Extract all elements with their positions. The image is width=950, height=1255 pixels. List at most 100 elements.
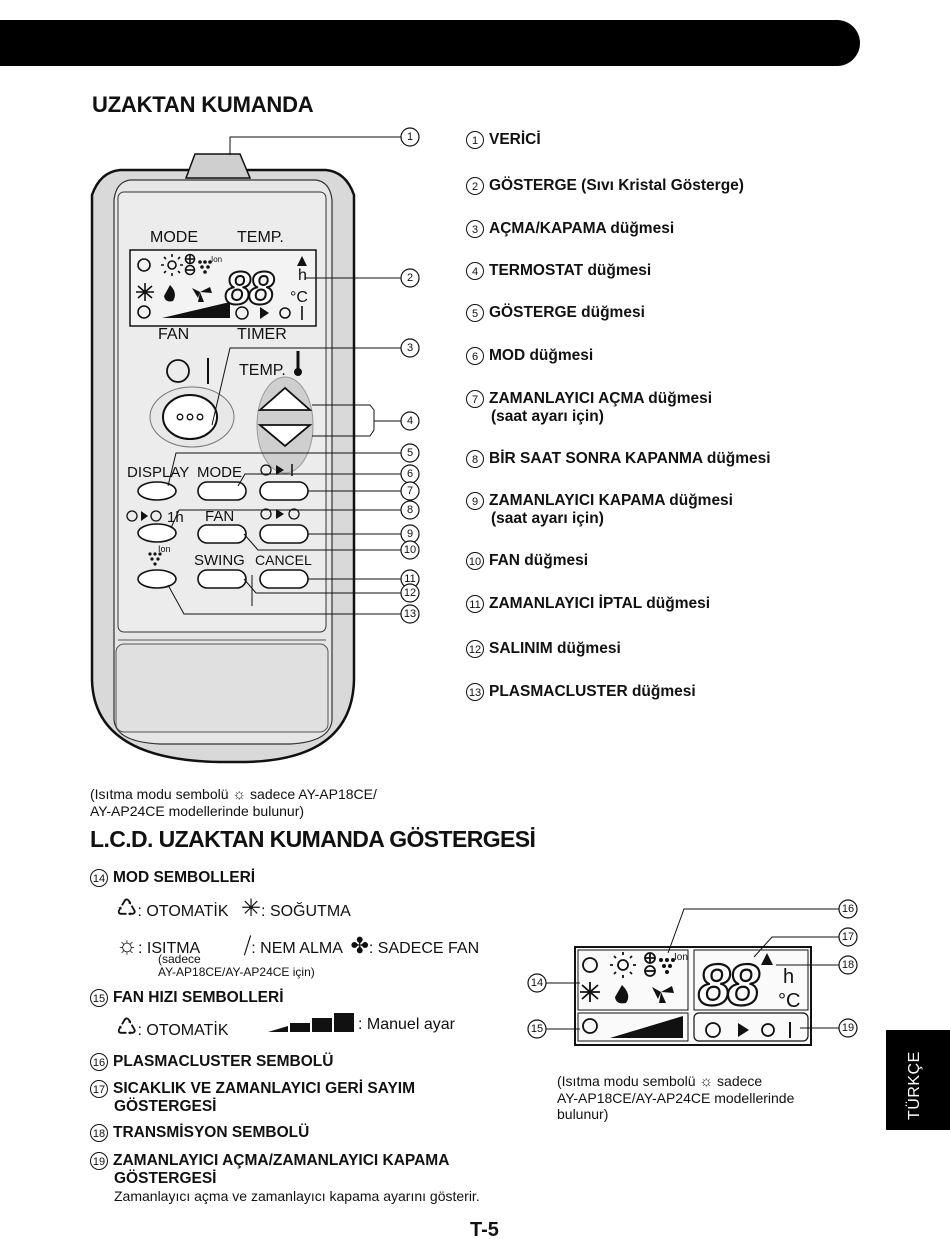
- heat-sub: (sadece AY-AP18CE/AY-AP24CE için): [158, 953, 315, 979]
- heating-note-1-text-c: AY-AP24CE modellerinde bulunur): [90, 803, 305, 819]
- part-label: TERMOSTAT düğmesi: [489, 262, 652, 280]
- svg-text:88: 88: [225, 262, 275, 314]
- part-num: 9: [466, 492, 484, 510]
- part-item-8: 8 BİR SAAT SONRA KAPANMA düğmesi: [466, 450, 771, 468]
- ion-label: Ion: [158, 544, 171, 554]
- timer-off-button: [259, 524, 309, 544]
- item-18: 18 TRANSMİSYON SEMBOLÜ: [90, 1124, 309, 1142]
- one-hour-label: 1h: [167, 509, 184, 526]
- heat-sub-2: AY-AP18CE/AY-AP24CE için): [158, 965, 315, 979]
- part-num: 13: [466, 683, 484, 701]
- fan-auto-label: : OTOMATİK: [137, 1022, 229, 1039]
- part-label: VERİCİ: [489, 131, 541, 149]
- part-num: 4: [466, 262, 484, 280]
- part-num: 5: [466, 304, 484, 322]
- callout-8: 8: [406, 504, 414, 516]
- part-sub: (saat ayarı için): [491, 510, 604, 528]
- dry-label: : NEM ALMA: [251, 940, 342, 957]
- callout-9: 9: [406, 528, 414, 540]
- lcd-fan-label: FAN: [158, 326, 190, 343]
- part-label: GÖSTERGE düğmesi: [489, 304, 645, 322]
- callout-13: 13: [403, 608, 417, 620]
- auto-label: : OTOMATİK: [137, 903, 229, 920]
- callout-12: 12: [403, 587, 417, 599]
- fan-only-label: : SADECE FAN: [368, 940, 480, 957]
- num-17: 17: [90, 1080, 108, 1098]
- plasmacluster-button: [137, 569, 177, 589]
- fan-auto-icon: ♺: [116, 1014, 138, 1041]
- mode-button: [197, 481, 247, 501]
- part-num: 6: [466, 347, 484, 365]
- label-18: TRANSMİSYON SEMBOLÜ: [113, 1124, 310, 1142]
- part-item-4: 4 TERMOSTAT düğmesi: [466, 262, 651, 280]
- svg-text:h: h: [783, 966, 794, 988]
- part-item-9: 9 ZAMANLAYICI KAPAMA düğmesi(saat ayarı i…: [466, 492, 733, 528]
- heating-note-2-text-a: (Isıtma modu sembolü: [557, 1073, 696, 1089]
- callout-4: 4: [406, 415, 414, 427]
- remote-control-illustration: Ion 88 h °C: [90, 127, 420, 764]
- part-label: MOD düğmesi: [489, 347, 594, 365]
- svg-text:°C: °C: [778, 990, 800, 1012]
- fan-button: [197, 524, 247, 544]
- part-sub: (saat ayarı için): [491, 408, 604, 426]
- lcd-section-title: L.C.D. UZAKTAN KUMANDA GÖSTERGESİ: [90, 826, 536, 852]
- part-num: 2: [466, 177, 484, 195]
- swing-button: [197, 569, 247, 589]
- part-label: BİR SAAT SONRA KAPANMA düğmesi: [489, 450, 771, 468]
- fan-speed-row: ♺: OTOMATİK: [116, 1013, 228, 1042]
- dry-icon: ⧸: [243, 933, 252, 958]
- svg-text:Ion: Ion: [211, 255, 222, 264]
- heating-note-1-text-a: (Isıtma modu sembolü: [90, 786, 229, 802]
- cancel-button: [259, 569, 309, 589]
- timer-on-button: [259, 481, 309, 501]
- part-label: SALINIM düğmesi: [489, 640, 621, 658]
- label-15: FAN HIZI SEMBOLLERİ: [113, 989, 284, 1007]
- part-num: 12: [466, 640, 484, 658]
- lcd-callout: 19: [841, 1022, 855, 1034]
- callout-2: 2: [406, 272, 414, 284]
- num-18: 18: [90, 1124, 108, 1142]
- timer-desc: Zamanlayıcı açma ve zamanlayıcı kapama a…: [114, 1188, 480, 1204]
- auto-icon: ♺: [116, 895, 138, 922]
- heat-sub-1: (sadece: [158, 952, 201, 966]
- mode-row-1: ♺: OTOMATİK ✳: SOĞUTMA: [116, 894, 351, 923]
- language-tab: TÜRKÇE: [886, 1030, 950, 1130]
- display-button: [137, 481, 177, 501]
- part-item-6: 6 MOD düğmesi: [466, 347, 593, 365]
- part-label: AÇMA/KAPAMA düğmesi: [489, 220, 675, 238]
- section-title: UZAKTAN KUMANDA: [92, 92, 314, 117]
- part-item-12: 12 SALINIM düğmesi: [466, 640, 621, 658]
- swing-label: SWING: [194, 552, 245, 569]
- part-label: ZAMANLAYICI KAPAMA düğmesi: [489, 492, 733, 510]
- part-num: 8: [466, 450, 484, 468]
- part-item-2: 2 GÖSTERGE (Sıvı Kristal Gösterge): [466, 177, 744, 195]
- part-item-5: 5 GÖSTERGE düğmesi: [466, 304, 645, 322]
- lcd-callout: 18: [841, 959, 855, 971]
- part-label: ZAMANLAYICI AÇMA düğmesi: [489, 390, 713, 408]
- heating-note-2-text-b: sadece: [717, 1073, 763, 1089]
- one-hour-off-button: [137, 523, 177, 543]
- fan-manual-label: : Manuel ayar: [358, 1016, 455, 1033]
- language-tab-label: TÜRKÇE: [906, 1051, 923, 1120]
- callout-6: 6: [406, 468, 414, 480]
- heating-note-1: (Isıtma modu sembolü ☼ sadece AY-AP18CE/…: [90, 786, 450, 819]
- mode-row-2: ☼: ISITMA ⧸: NEM ALMA ✤: SADECE FAN: [116, 932, 479, 960]
- lcd-callout: 16: [841, 903, 855, 915]
- svg-text:88: 88: [698, 953, 760, 1018]
- label-16: PLASMACLUSTER SEMBOLÜ: [113, 1053, 334, 1071]
- callout-7: 7: [406, 485, 414, 497]
- sun-icon: ☼: [232, 786, 247, 803]
- lcd-mode-label: MODE: [150, 229, 198, 246]
- part-label: GÖSTERGE (Sıvı Kristal Gösterge): [489, 177, 744, 195]
- heating-note-2-text-c: AY-AP18CE/AY-AP24CE modellerinde: [557, 1090, 795, 1106]
- temp-up-button: [257, 386, 313, 411]
- label-17-cont: GÖSTERGESİ: [114, 1098, 217, 1116]
- header-bar: [0, 20, 860, 66]
- cool-icon: ✳: [240, 895, 262, 922]
- fan-bars-icon: [268, 1013, 354, 1032]
